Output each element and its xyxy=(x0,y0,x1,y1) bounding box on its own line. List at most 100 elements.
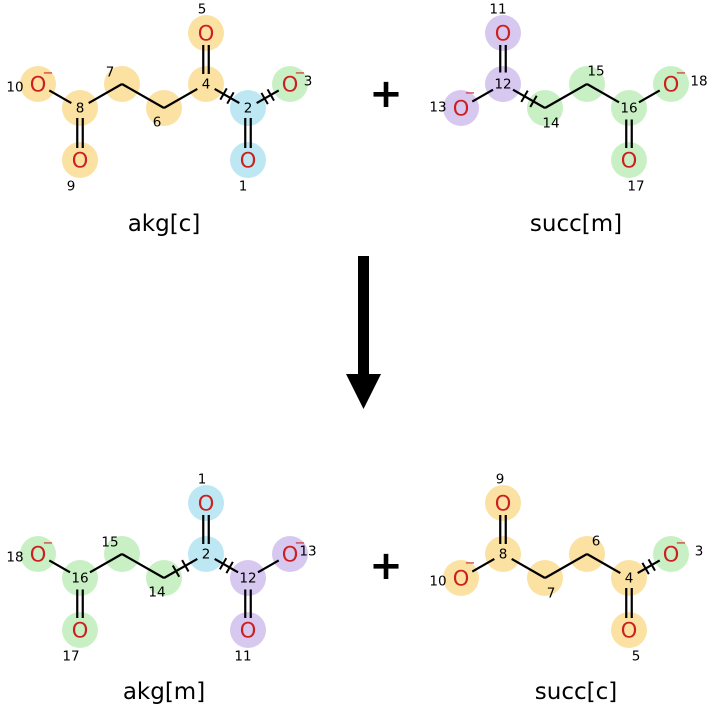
atom-number-4: 4 xyxy=(625,571,634,587)
atom-O13: O xyxy=(453,97,470,121)
atom-number-14: 14 xyxy=(148,585,165,601)
atom-highlight-9 xyxy=(485,485,521,521)
atom-number-16: 16 xyxy=(71,571,88,587)
bond-2-12 xyxy=(214,557,239,574)
bond-15-14 xyxy=(121,553,165,579)
atom-number-3: 3 xyxy=(304,74,313,90)
atom-O10: O xyxy=(453,567,470,591)
atom-highlight-18 xyxy=(20,536,56,572)
charge-minus-3: − xyxy=(295,66,306,81)
atom-highlight-3 xyxy=(272,66,308,102)
atom-number-1: 1 xyxy=(198,472,207,488)
atom-O1: O xyxy=(198,492,215,516)
bond-4-5 xyxy=(625,588,633,618)
atom-highlight-11 xyxy=(230,612,266,648)
bond-change-mark xyxy=(219,87,228,101)
arrow-shaft xyxy=(358,256,369,376)
atom-O5: O xyxy=(621,619,638,643)
bond-change-mark xyxy=(529,95,538,108)
atom-number-1: 1 xyxy=(239,179,248,195)
arrow-head xyxy=(346,374,381,409)
atom-O3: O xyxy=(663,543,680,567)
bond-change-mark xyxy=(520,90,529,103)
atom-O17: O xyxy=(621,149,638,173)
atom-number-16: 16 xyxy=(620,101,637,117)
atom-O1: O xyxy=(240,149,257,173)
atom-highlight-4 xyxy=(188,66,224,102)
bond-6-4 xyxy=(163,88,198,109)
atom-O13: O xyxy=(282,543,299,567)
bond-16-15 xyxy=(89,553,123,574)
atom-O3: O xyxy=(282,73,299,97)
bond-4-3 xyxy=(637,558,661,575)
atom-highlight-5 xyxy=(188,15,224,51)
charge-minus-3: − xyxy=(676,536,687,551)
bond-10-8 xyxy=(471,558,495,573)
atom-highlight-1 xyxy=(230,142,266,178)
atom-number-8: 8 xyxy=(76,101,85,117)
bond-12-11 xyxy=(244,589,252,618)
charge-minus-13: − xyxy=(295,536,306,551)
down-arrow-icon xyxy=(346,256,381,409)
bond-16-17 xyxy=(76,589,84,618)
bond-4-5 xyxy=(202,45,210,74)
bond-2-3 xyxy=(256,88,280,105)
plus-sign-bottom: + xyxy=(369,543,403,589)
atom-number-7: 7 xyxy=(106,65,115,81)
atom-number-6: 6 xyxy=(153,115,162,131)
atom-highlight-8 xyxy=(485,536,521,572)
atom-highlight-17 xyxy=(611,142,647,178)
atom-O11: O xyxy=(240,619,257,643)
atom-O11: O xyxy=(495,22,512,46)
charge-minus-10: − xyxy=(43,66,54,81)
atom-number-9: 9 xyxy=(496,472,505,488)
caption-akg-m: akg[m] xyxy=(122,679,206,705)
atom-number-17: 17 xyxy=(627,179,644,195)
atom-highlight-8 xyxy=(62,90,98,126)
bond-8-7 xyxy=(511,558,546,579)
atom-number-18: 18 xyxy=(690,74,707,90)
atom-number-8: 8 xyxy=(499,547,508,563)
atom-number-10: 10 xyxy=(6,80,23,96)
atom-highlight-3 xyxy=(653,536,689,572)
atom-number-3: 3 xyxy=(695,544,704,560)
bond-18-16 xyxy=(48,559,71,574)
bond-14-2 xyxy=(163,558,198,579)
bond-8-9 xyxy=(499,515,507,544)
atom-number-13: 13 xyxy=(299,544,316,560)
bond-change-mark xyxy=(181,559,190,572)
bond-change-mark xyxy=(260,92,269,105)
bond-6-4 xyxy=(586,553,621,574)
bond-2-1 xyxy=(202,515,210,544)
atom-highlight-16 xyxy=(611,90,647,126)
charge-minus-10: − xyxy=(465,556,476,571)
bond-change-mark xyxy=(226,91,235,105)
bond-7-6 xyxy=(544,553,588,579)
atom-O18: O xyxy=(30,543,47,567)
bond-16-17 xyxy=(625,119,633,148)
atom-highlight-10 xyxy=(443,560,479,596)
atom-highlight-1 xyxy=(188,485,224,521)
atom-highlight-10 xyxy=(20,66,56,102)
atom-highlight-12 xyxy=(230,560,266,596)
caption-succ-c: succ[c] xyxy=(534,679,618,705)
atom-O17: O xyxy=(72,619,89,643)
atom-O18: O xyxy=(663,73,680,97)
atom-number-4: 4 xyxy=(202,77,211,93)
atom-number-11: 11 xyxy=(489,2,506,18)
atom-highlight-9 xyxy=(62,142,98,178)
bond-10-8 xyxy=(48,89,72,104)
atom-highlight-17 xyxy=(62,612,98,648)
bond-change-mark xyxy=(647,558,656,572)
atom-number-14: 14 xyxy=(542,116,559,132)
bond-8-7 xyxy=(88,83,123,104)
bond-change-mark xyxy=(218,557,228,570)
atom-number-5: 5 xyxy=(198,2,207,18)
bond-12-11 xyxy=(499,45,507,73)
bond-4-2 xyxy=(214,87,240,105)
bond-change-mark xyxy=(266,88,275,102)
